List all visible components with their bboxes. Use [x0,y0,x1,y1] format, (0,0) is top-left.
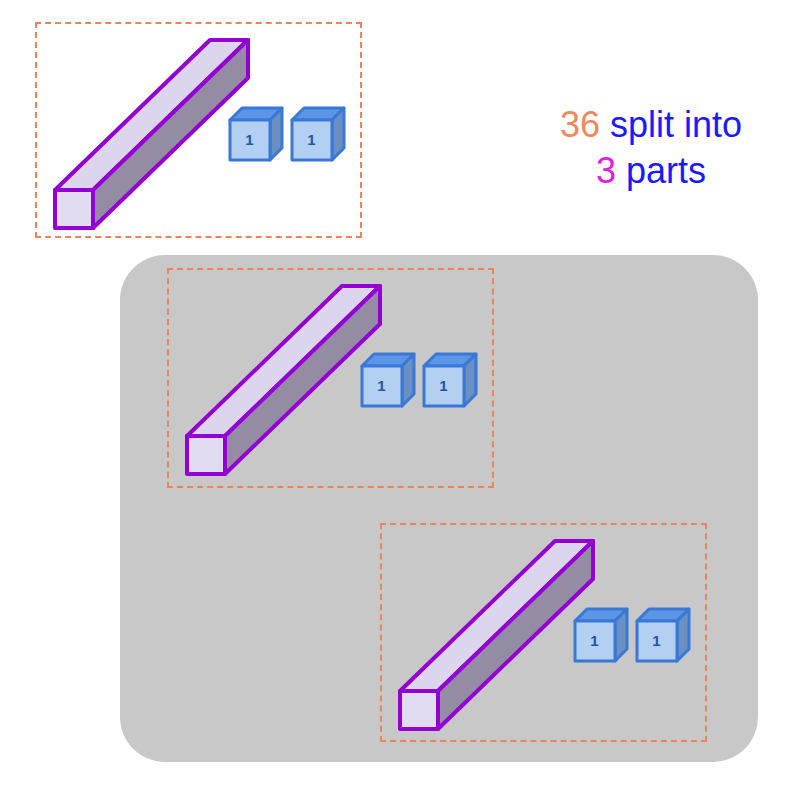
ten-rod-and-units [187,286,476,474]
grey-region [120,255,758,762]
heading-text: 36 [560,104,600,145]
unit-label: 1 [424,376,464,396]
unit-label: 1 [637,631,677,651]
heading-text: parts [626,150,706,191]
group-box: 11 [167,268,494,488]
heading-line: 3parts [515,148,787,194]
unit-label: 1 [575,631,615,651]
heading: 36split into3parts [515,102,787,194]
unit-label: 1 [230,130,270,150]
ten-rod-and-units [55,40,344,228]
heading-text: split into [610,104,742,145]
unit-label: 1 [362,376,402,396]
unit-label: 1 [292,130,332,150]
heading-text: 3 [596,150,616,191]
group-box: 11 [35,22,362,238]
ten-rod-and-units [400,541,689,729]
heading-line: 36split into [515,102,787,148]
group-box: 11 [380,523,707,742]
